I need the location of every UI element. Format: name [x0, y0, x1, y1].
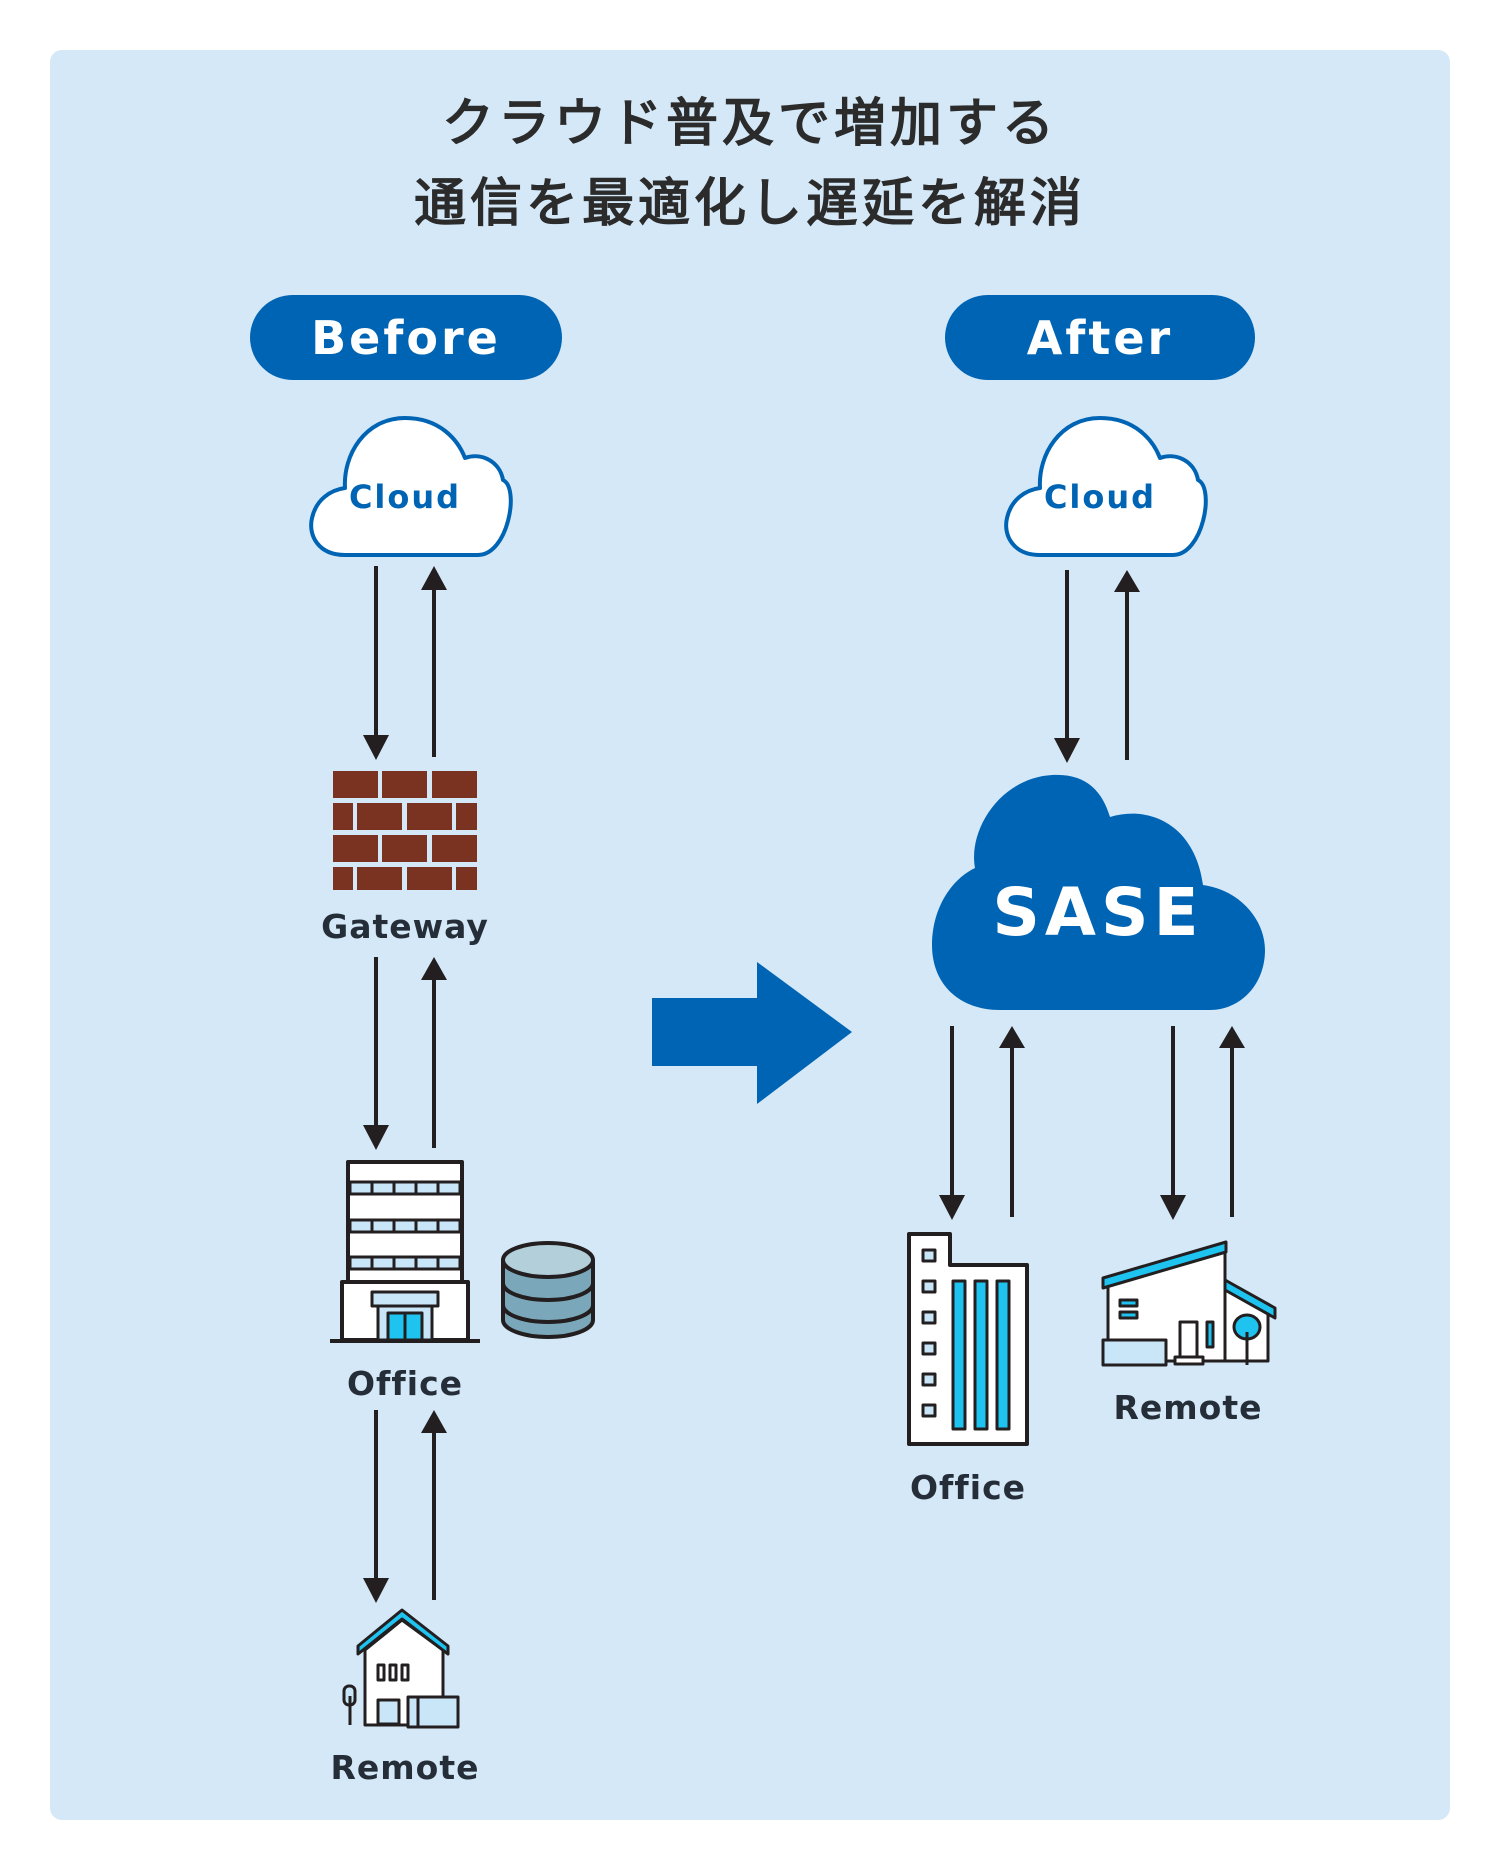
up-arrow-head — [421, 1410, 447, 1433]
after-heading: After — [945, 295, 1255, 380]
before-office-label: Office — [346, 1364, 464, 1403]
up-arrow-head — [999, 1026, 1025, 1048]
before-flow-gateway-office — [363, 957, 447, 1150]
before-cloud-label: Cloud — [348, 478, 462, 516]
house-icon — [342, 1608, 460, 1729]
after-flow-sase-office — [939, 1026, 1025, 1220]
after-cloud-label: Cloud — [1043, 478, 1157, 516]
before-flow-office-remote — [363, 1410, 447, 1603]
down-arrow-head — [1160, 1195, 1186, 1220]
after-remote-label: Remote — [1113, 1388, 1263, 1427]
before-remote-label: Remote — [330, 1748, 480, 1787]
office-tower-icon — [907, 1232, 1029, 1446]
sase-cloud-icon — [932, 774, 1265, 1010]
before-heading: Before — [250, 295, 562, 380]
before-gateway-label: Gateway — [321, 907, 489, 946]
modern-house-icon — [1101, 1240, 1277, 1367]
after-cloud-icon — [1004, 416, 1208, 557]
after-office-label: Office — [909, 1468, 1027, 1507]
before-flow-cloud-gateway — [363, 566, 447, 760]
title-line-2: 通信を最適化し遅延を解消 — [413, 174, 1086, 234]
sase-label: SASE — [992, 874, 1204, 951]
before-cloud-icon — [309, 416, 513, 557]
right-arrow-icon — [652, 962, 852, 1104]
up-arrow-head — [421, 957, 447, 980]
down-arrow-head — [939, 1195, 965, 1220]
down-arrow-head — [363, 735, 389, 760]
down-arrow-head — [363, 1125, 389, 1150]
down-arrow-head — [1054, 738, 1080, 763]
firewall-icon — [333, 771, 477, 890]
up-arrow-head — [1219, 1026, 1245, 1048]
title-line-1: クラウド普及で増加する — [441, 94, 1058, 154]
office-building-icon — [330, 1160, 480, 1343]
database-icon — [501, 1241, 595, 1339]
up-arrow-head — [421, 566, 447, 590]
up-arrow-head — [1114, 570, 1140, 592]
after-flow-sase-remote — [1160, 1026, 1245, 1220]
down-arrow-head — [363, 1578, 389, 1603]
after-flow-cloud-sase — [1054, 570, 1140, 763]
